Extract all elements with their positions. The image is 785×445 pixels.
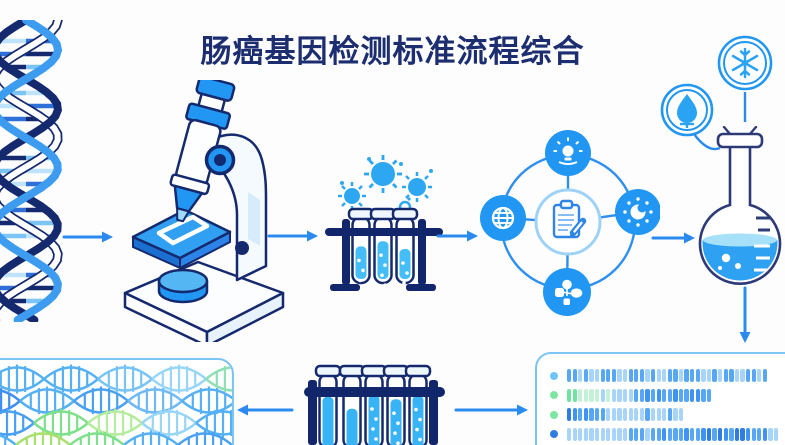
hub-globe-icon bbox=[491, 206, 515, 230]
focus-knob-icon bbox=[235, 241, 249, 255]
virus-particles-icon bbox=[338, 155, 433, 214]
test-tube-rack-5-illustration bbox=[304, 364, 445, 445]
row-bullet-icon bbox=[550, 430, 558, 438]
dna-sequence-panel bbox=[0, 358, 234, 445]
microscope-illustration bbox=[123, 80, 285, 342]
droplet-badge-icon bbox=[660, 83, 714, 137]
report-rows bbox=[550, 369, 785, 445]
page-title: 肠癌基因检测标准流程综合 bbox=[200, 34, 585, 69]
test-tube-rack-3-illustration bbox=[325, 155, 443, 295]
row-bullet-icon bbox=[550, 391, 558, 399]
dna-helix-illustration bbox=[0, 20, 63, 322]
hub-microbe-icon bbox=[623, 197, 653, 227]
sample-badges bbox=[660, 35, 773, 137]
illuminator-icon bbox=[157, 268, 209, 304]
row-bullet-icon bbox=[550, 371, 558, 380]
slide-icon bbox=[156, 214, 210, 246]
report-row bbox=[550, 408, 785, 421]
report-row bbox=[550, 388, 785, 402]
hub-center-clipboard-icon bbox=[552, 199, 587, 239]
hub-idea-icon bbox=[553, 137, 583, 165]
sequencing-report-panel bbox=[535, 352, 785, 445]
stage-icon bbox=[131, 208, 232, 270]
analysis-hub-diagram bbox=[480, 130, 660, 316]
report-row bbox=[550, 369, 785, 382]
hub-molecule-icon bbox=[555, 279, 583, 305]
row-bullet-icon bbox=[550, 410, 558, 419]
flask-liquid bbox=[702, 233, 778, 281]
report-row bbox=[550, 427, 785, 441]
flask-illustration bbox=[698, 126, 782, 286]
snowflake-badge-icon bbox=[717, 35, 773, 91]
